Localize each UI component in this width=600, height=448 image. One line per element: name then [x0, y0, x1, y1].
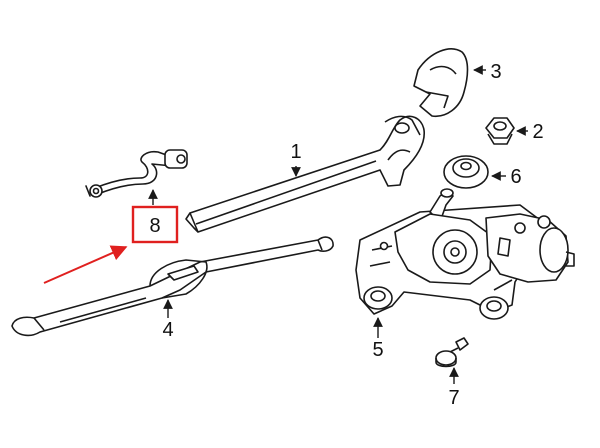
bolt-part [435, 337, 469, 368]
nut-part [485, 117, 515, 145]
callout-3: 3 [490, 61, 501, 83]
leader-lines [148, 65, 528, 384]
wiper-arm-part [185, 115, 425, 233]
callout-2: 2 [532, 121, 543, 143]
arm-cover-part [413, 48, 469, 117]
washer-hose-part [85, 149, 188, 198]
grommet-part [443, 155, 489, 189]
callout-8: 8 [149, 215, 160, 237]
highlight-box [131, 205, 179, 244]
callout-1: 1 [290, 141, 301, 163]
callout-7: 7 [448, 387, 459, 409]
wiper-blade-part [11, 236, 334, 337]
callout-5: 5 [372, 339, 383, 361]
wiper-motor-part [355, 188, 575, 320]
callout-6: 6 [510, 166, 521, 188]
callout-4: 4 [162, 319, 173, 341]
red-arrow-icon [43, 245, 128, 284]
